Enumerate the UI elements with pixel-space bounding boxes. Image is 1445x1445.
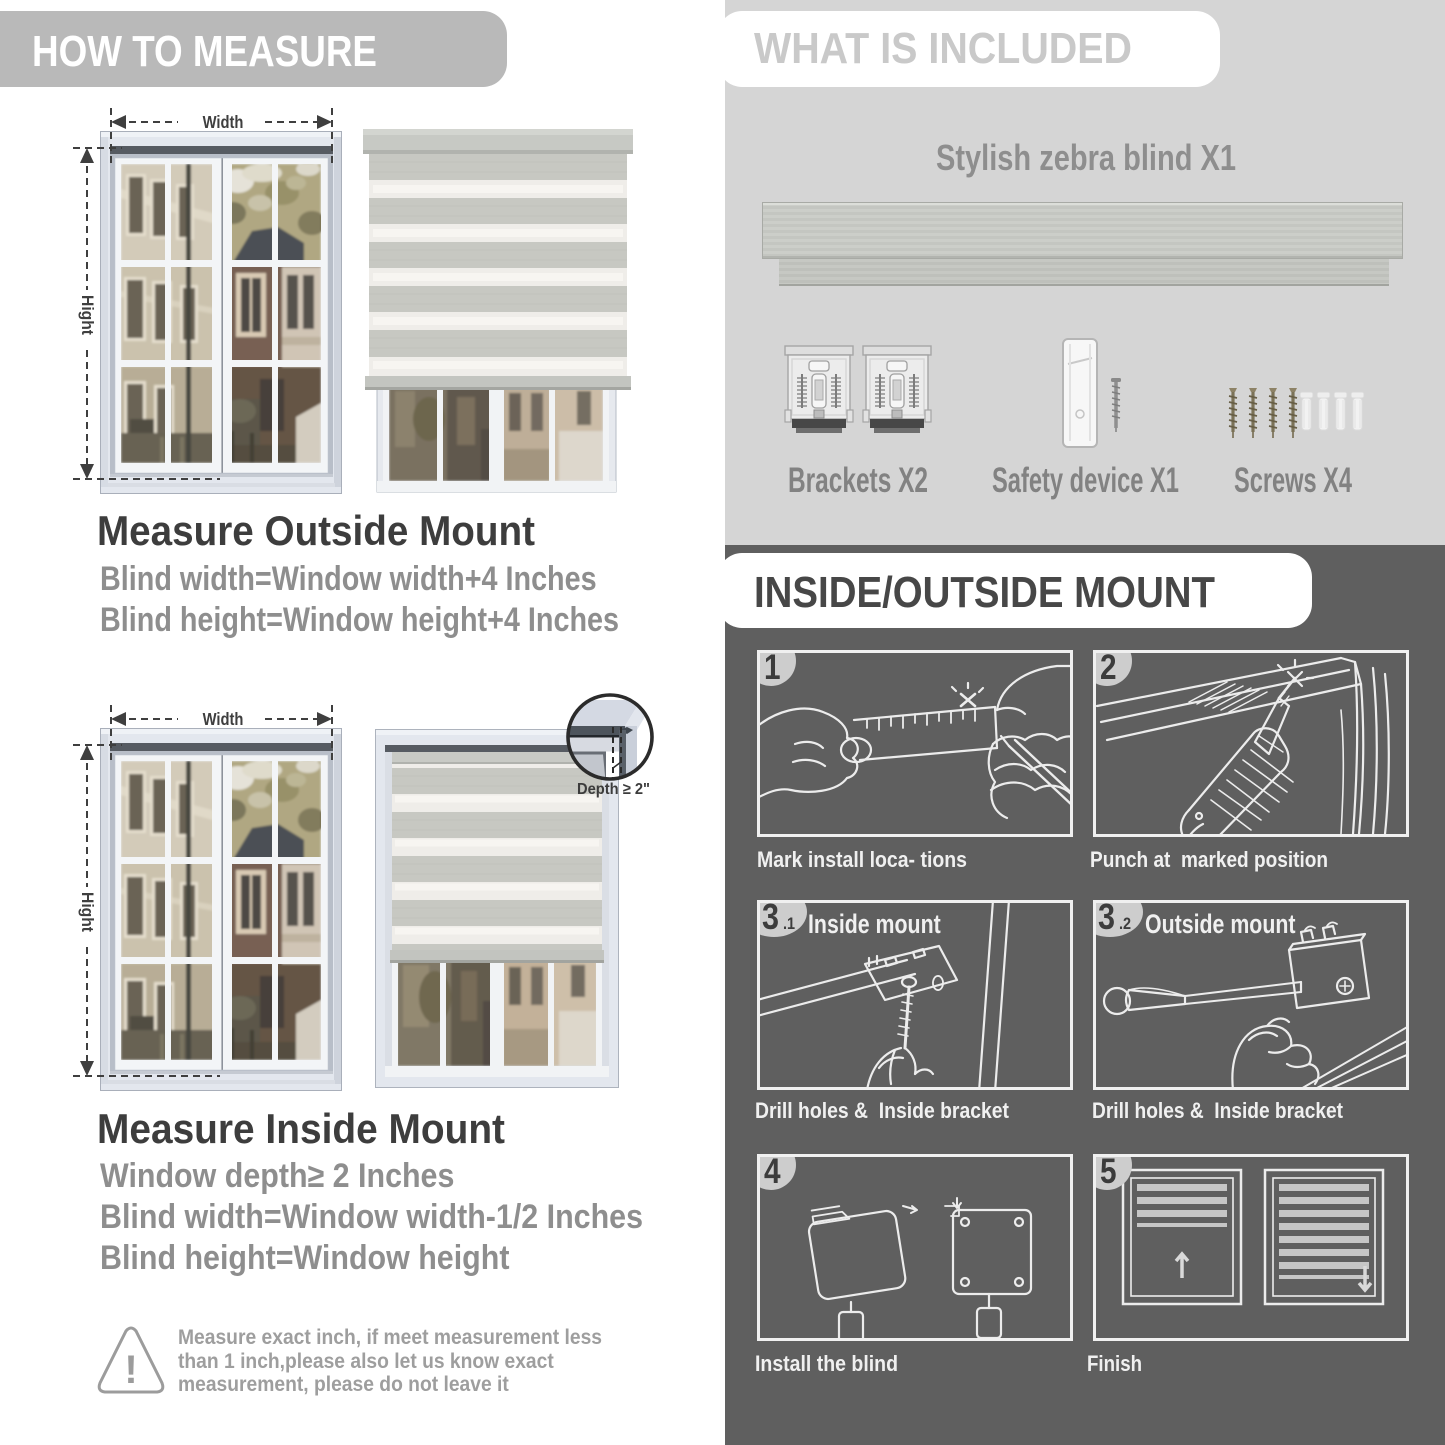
svg-text:Outside mount: Outside mount [1145,910,1295,940]
svg-text:Width: Width [203,710,244,730]
svg-text:.1: .1 [783,915,795,933]
svg-text:4: 4 [764,1154,781,1191]
svg-text:3: 3 [762,900,779,938]
svg-text:!: ! [124,1348,137,1392]
svg-text:3: 3 [1098,900,1115,938]
svg-text:1: 1 [764,650,781,687]
svg-text:2: 2 [1100,650,1117,687]
svg-text:Hight: Hight [78,892,97,932]
svg-text:5: 5 [1100,1154,1117,1191]
svg-text:Hight: Hight [78,295,97,335]
svg-text:.2: .2 [1119,915,1131,933]
svg-text:Width: Width [203,113,244,133]
svg-text:Inside mount: Inside mount [808,910,941,940]
